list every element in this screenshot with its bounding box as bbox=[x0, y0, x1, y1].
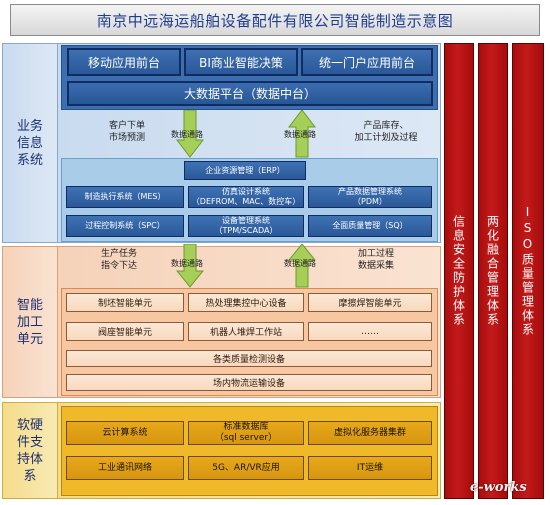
mfg-robot-weld: 机器人堆焊工作站 bbox=[188, 322, 304, 341]
column-iso-quality-text: ISO质量管理体系 bbox=[520, 205, 535, 337]
column-info-security: 信息安全防护体系 bbox=[444, 43, 474, 499]
app-portal: 统一门户应用前台 bbox=[301, 48, 433, 76]
support-network: 工业通讯网络 bbox=[66, 456, 184, 480]
system-tpm: 设备管理系统 （TPM/SCADA） bbox=[188, 215, 304, 237]
lane-business-text: 业务信息系统 bbox=[16, 118, 43, 168]
support-virtualization: 虚拟化服务器集群 bbox=[308, 421, 432, 445]
arrow-up-lower bbox=[288, 244, 316, 288]
support-database: 标准数据库 （sql server） bbox=[188, 421, 304, 445]
mfg-ellipsis: …… bbox=[308, 322, 432, 341]
arrow-down-lower bbox=[176, 244, 204, 288]
channel-lower-right: 数据通路 bbox=[284, 259, 316, 268]
mfg-logistics: 场内物流运输设备 bbox=[66, 374, 432, 391]
flow-lower-right-text: 加工过程 数据采集 bbox=[357, 249, 394, 271]
column-two-integration: 两化融合管理体系 bbox=[478, 43, 508, 499]
channel-upper-right: 数据通路 bbox=[284, 130, 316, 139]
system-spc: 过程控制系统（SPC） bbox=[66, 215, 184, 237]
flow-upper-right-text: 产品库存、 加工计划及过程 bbox=[354, 121, 418, 143]
column-iso-quality: ISO质量管理体系 bbox=[512, 43, 544, 499]
mfg-friction-weld: 摩擦焊智能单元 bbox=[308, 293, 432, 312]
system-mes: 制造执行系统（MES） bbox=[66, 186, 184, 208]
mfg-valve-seat: 阀座智能单元 bbox=[66, 322, 184, 341]
support-it-ops: IT运维 bbox=[308, 456, 432, 480]
flow-lower-left-text: 生产任务 指令下达 bbox=[100, 249, 137, 271]
column-two-integration-text: 两化融合管理体系 bbox=[485, 215, 500, 327]
support-panel bbox=[61, 406, 438, 496]
mfg-billet-unit: 制坯智能单元 bbox=[66, 293, 184, 312]
lane-support-label: 软硬件支持体系 bbox=[2, 402, 58, 499]
mfg-quality-inspection: 各类质量检测设备 bbox=[66, 350, 432, 367]
channel-upper-left: 数据通路 bbox=[171, 130, 203, 139]
system-simulation: 仿真设计系统 （DEFROM、MAC、数控车） bbox=[188, 186, 304, 208]
channel-lower-left: 数据通路 bbox=[171, 259, 203, 268]
column-info-security-text: 信息安全防护体系 bbox=[451, 215, 466, 327]
system-sq: 全面质量管理（SQ） bbox=[308, 215, 432, 237]
lane-manufacturing-label: 智能加工单元 bbox=[2, 246, 58, 398]
support-cloud: 云计算系统 bbox=[66, 421, 184, 445]
app-bi: BI商业智能决策 bbox=[184, 48, 298, 76]
lane-manufacturing-text: 智能加工单元 bbox=[16, 297, 43, 347]
flow-upper-left-text: 客户下单 市场预测 bbox=[108, 121, 145, 143]
arrow-up-upper bbox=[288, 110, 316, 158]
mfg-heat-treatment: 热处理集控中心设备 bbox=[188, 293, 304, 312]
erp-box: 企业资源管理（ERP） bbox=[184, 161, 306, 180]
system-pdm: 产品数据管理系统 （PDM） bbox=[308, 186, 432, 208]
lane-business-label: 业务信息系统 bbox=[2, 43, 58, 243]
big-data-platform: 大数据平台（数据中台） bbox=[67, 81, 433, 106]
page-title: 南京中远海运船舶设备配件有限公司智能制造示意图 bbox=[10, 4, 540, 36]
app-mobile: 移动应用前台 bbox=[67, 48, 181, 76]
lane-support-text: 软硬件支持体系 bbox=[16, 417, 43, 484]
arrow-down-upper bbox=[176, 110, 204, 158]
support-5g-arvr: 5G、AR/VR应用 bbox=[188, 456, 304, 480]
e-works-watermark: e-works bbox=[470, 480, 527, 495]
